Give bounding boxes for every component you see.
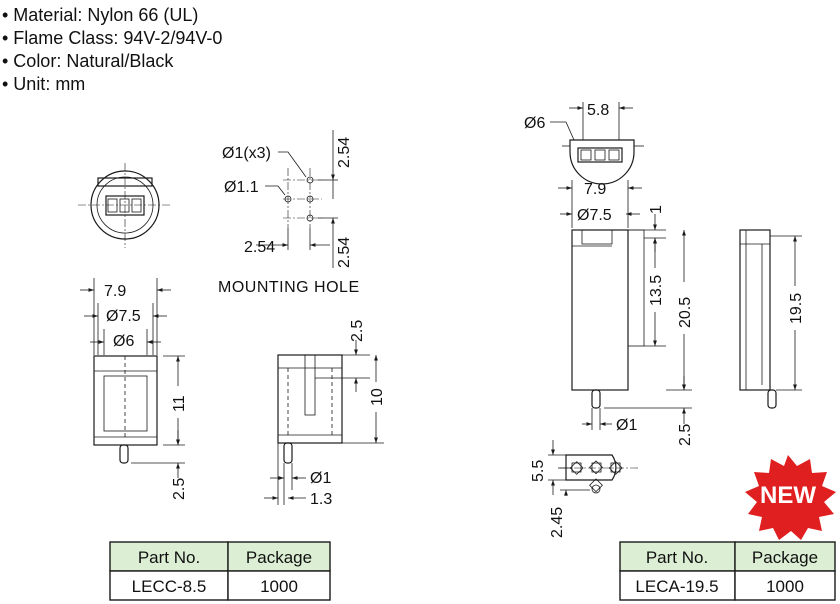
lecc-side-dim-top: 2.5 (349, 320, 366, 342)
dim-hole-x3: Ø1(x3) (222, 145, 271, 162)
dim-pitch-horizontal: 2.54 (244, 239, 275, 256)
lecc-side-dim-pin-offset: 1.3 (310, 491, 332, 508)
table-leca: Part No. Package LECA-19.5 1000 (619, 541, 836, 601)
spec-flame-class: • Flame Class: 94V-2/94V-0 (2, 28, 222, 48)
leca-dim-dia-75: Ø7.5 (577, 207, 612, 224)
lecc-top-view (78, 163, 172, 248)
leca-top-dim-width: 5.8 (587, 102, 609, 119)
dim-hole-center: Ø1.1 (224, 179, 259, 196)
lecc-dim-dia-75: Ø7.5 (106, 308, 141, 325)
table-header-part-no: Part No. (138, 548, 200, 567)
leca-dim-135: 13.5 (648, 275, 665, 306)
spec-color: • Color: Natural/Black (2, 51, 174, 71)
lecc-side-dim-pin: Ø1 (310, 470, 331, 487)
lecc-dim-width-outer: 7.9 (104, 283, 126, 300)
leca-top-dim-dia: Ø6 (524, 115, 545, 132)
spec-material: • Material: Nylon 66 (UL) (2, 5, 198, 25)
leca-bottom-dim-245: 2.45 (549, 507, 566, 538)
starburst-icon (745, 455, 836, 540)
leca-top-view: 5.8 Ø6 (524, 102, 644, 185)
table-cell-part-no: LECC-8.5 (132, 577, 207, 596)
new-badge: NEW (745, 455, 836, 540)
lecc-side-dim-height: 10 (369, 388, 386, 406)
lecc-dim-height: 11 (171, 395, 188, 412)
table-header-package: Package (752, 548, 818, 567)
table-cell-part-no: LECA-19.5 (635, 577, 718, 596)
lecc-dim-lead: 2.5 (171, 478, 188, 500)
leca-side-view: 19.5 (739, 229, 805, 409)
dim-pitch-vertical-top: 2.54 (336, 137, 353, 168)
table-cell-package: 1000 (260, 577, 298, 596)
lecc-side-view: 2.5 10 Ø1 1.3 (264, 320, 386, 508)
leca-dim-lead: 2.5 (677, 424, 694, 446)
dim-pitch-vertical-bottom: 2.54 (336, 237, 353, 268)
leca-dim-top-1: 1 (648, 205, 665, 214)
table-lecc: Part No. Package LECC-8.5 1000 (109, 541, 331, 601)
lecc-dim-dia-6: Ø6 (113, 333, 134, 350)
leca-dim-width-outer: 7.9 (584, 181, 606, 198)
mounting-hole-caption: MOUNTING HOLE (218, 279, 360, 296)
leca-dim-pin: Ø1 (616, 417, 637, 434)
lecc-front-view: 7.9 Ø7.5 Ø6 11 2.5 (80, 278, 188, 500)
leca-front-view: 7.9 Ø7.5 1 13.5 20.5 2.5 (558, 180, 694, 446)
table-header-package: Package (246, 548, 312, 567)
spec-list: • Material: Nylon 66 (UL) • Flame Class:… (2, 5, 222, 94)
spec-unit: • Unit: mm (2, 74, 85, 94)
leca-dim-205: 20.5 (677, 297, 694, 328)
mounting-hole-drawing: Ø1(x3) Ø1.1 2.54 2.54 2.54 MOUNTING HOLE (218, 130, 360, 296)
leca-bottom-view: 5.5 2.45 (530, 440, 640, 538)
table-header-part-no: Part No. (646, 548, 708, 567)
table-cell-package: 1000 (766, 577, 804, 596)
new-badge-label: NEW (760, 482, 816, 509)
leca-dim-195: 19.5 (788, 293, 805, 324)
leca-bottom-dim-55: 5.5 (530, 460, 547, 482)
